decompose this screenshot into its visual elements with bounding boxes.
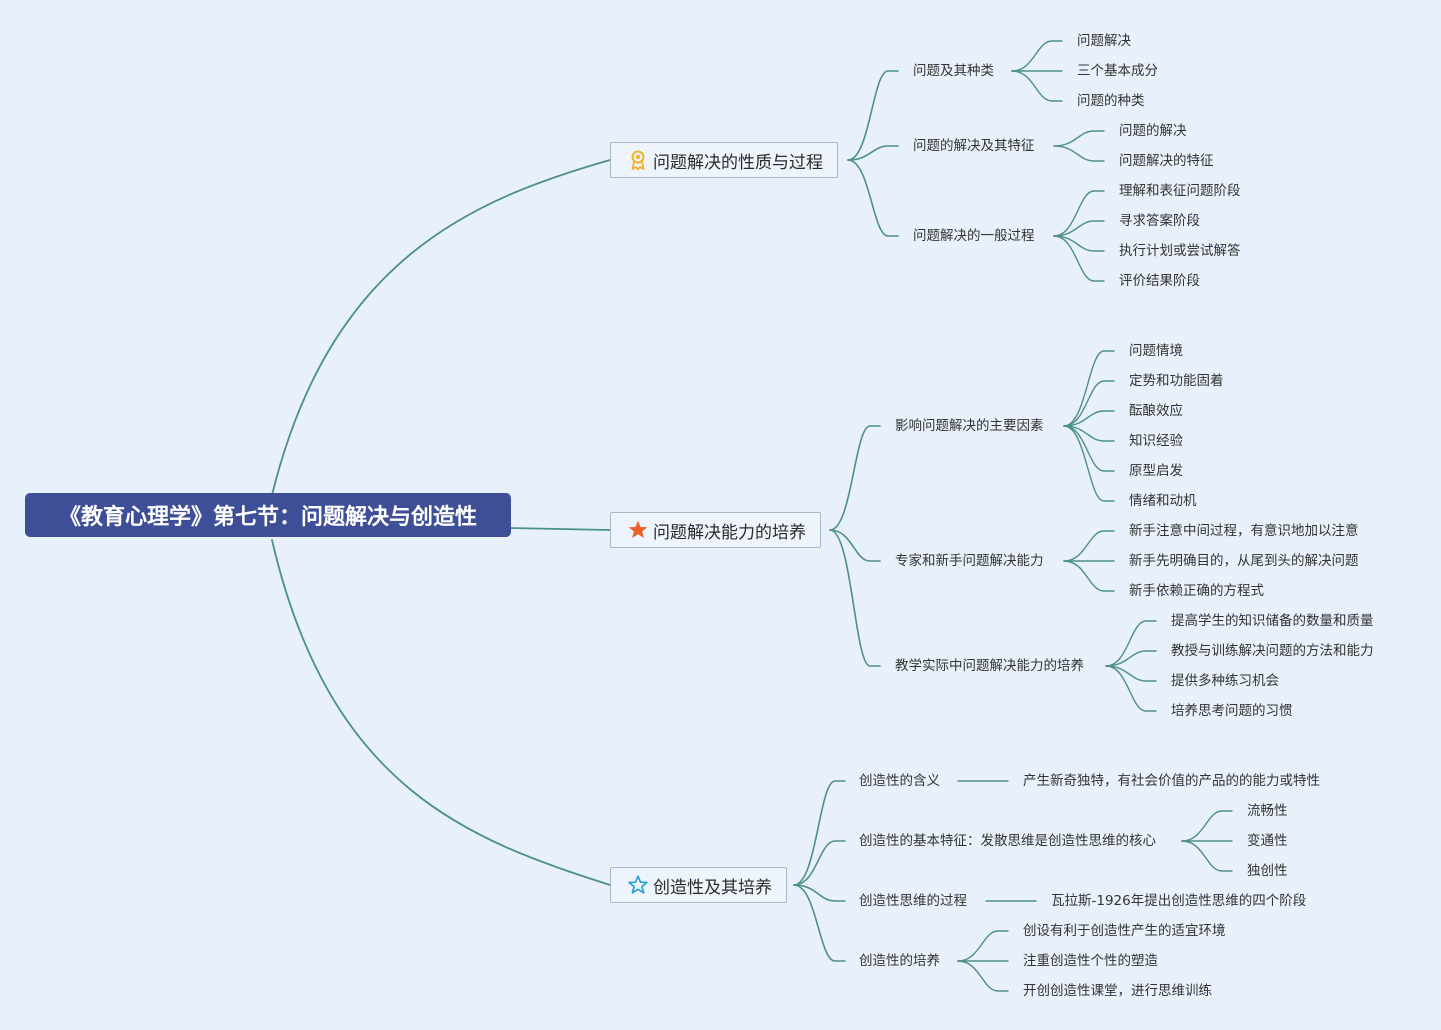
leaf-node[interactable]: 瓦拉斯-1926年提出创造性思维的四个阶段 [1051,893,1307,909]
leaf-node[interactable]: 注重创造性个性的塑造 [1023,953,1158,969]
branch-label: 问题解决能力的培养 [653,522,806,543]
connector-line [829,529,881,667]
branch-problem-solving-nature[interactable]: 问题解决的性质与过程 [610,142,838,178]
connector-line [1181,810,1233,842]
award-ribbon-icon [627,149,649,171]
connector-line [1053,190,1105,237]
leaf-node[interactable]: 问题解决的特征 [1119,153,1214,169]
connector-line [1063,410,1115,427]
subtopic-creativity-cultivation[interactable]: 创造性的培养 [859,953,940,969]
root-topic-label: 《教育心理学》第七节：问题解决与创造性 [58,505,477,530]
connector-line [829,425,881,531]
subtopic-solution-features[interactable]: 问题的解决及其特征 [913,138,1035,154]
connector-line [847,70,899,161]
branch-label: 创造性及其培养 [653,877,772,898]
connector-line [1063,380,1115,427]
connector-line [1063,425,1115,502]
subtopic-teaching-practice[interactable]: 教学实际中问题解决能力的培养 [895,658,1084,674]
connector-line [271,159,611,496]
branch-creativity[interactable]: 创造性及其培养 [610,867,787,903]
connector-line [1063,425,1115,442]
leaf-node[interactable]: 知识经验 [1129,433,1183,449]
branch-label: 问题解决的性质与过程 [653,152,823,173]
leaf-node[interactable]: 问题的种类 [1077,93,1145,109]
branch-ability-cultivation[interactable]: 问题解决能力的培养 [610,512,821,548]
subtopic-problem-types[interactable]: 问题及其种类 [913,63,994,79]
leaf-node[interactable]: 评价结果阶段 [1119,273,1200,289]
star-outline-icon [627,874,649,896]
root-topic[interactable]: 《教育心理学》第七节：问题解决与创造性 [25,493,511,537]
leaf-node[interactable]: 教授与训练解决问题的方法和能力 [1171,643,1374,659]
leaf-node[interactable]: 变通性 [1247,833,1288,849]
connector-line [957,930,1009,962]
connector-line [1053,130,1105,147]
connector-line [1053,235,1105,282]
connector-line [1063,425,1115,472]
connector-line [1063,530,1115,562]
connector-line [1053,220,1105,237]
connector-line [1105,620,1157,667]
connector-line [793,884,846,902]
connector-line [793,840,846,886]
leaf-node[interactable]: 流畅性 [1247,803,1288,819]
leaf-node[interactable]: 开创创造性课堂，进行思维训练 [1023,983,1212,999]
leaf-node[interactable]: 三个基本成分 [1077,63,1158,79]
leaf-node[interactable]: 提高学生的知识储备的数量和质量 [1171,613,1374,629]
connector-line [829,529,881,562]
connector-line [957,960,1009,992]
subtopic-general-process[interactable]: 问题解决的一般过程 [913,228,1035,244]
connector-line [1011,70,1063,102]
connector-line [1105,665,1157,712]
connector-line [1053,235,1105,252]
connector-line [793,884,846,962]
subtopic-main-factors[interactable]: 影响问题解决的主要因素 [895,418,1044,434]
leaf-node[interactable]: 产生新奇独特，有社会价值的产品的的能力或特性 [1023,773,1320,789]
leaf-node[interactable]: 新手先明确目的，从尾到头的解决问题 [1129,553,1359,569]
connector-line [847,159,899,237]
connector-line [1063,560,1115,592]
subtopic-thinking-process[interactable]: 创造性思维的过程 [859,893,967,909]
connector-line [509,527,611,531]
connector-line [793,780,846,886]
leaf-node[interactable]: 寻求答案阶段 [1119,213,1200,229]
leaf-node[interactable]: 创设有利于创造性产生的适宜环境 [1023,923,1226,939]
leaf-node[interactable]: 新手注意中间过程，有意识地加以注意 [1129,523,1359,539]
leaf-node[interactable]: 执行计划或尝试解答 [1119,243,1241,259]
leaf-node[interactable]: 理解和表征问题阶段 [1119,183,1241,199]
connector-line [847,145,899,161]
connector-line [1063,350,1115,427]
leaf-node[interactable]: 新手依赖正确的方程式 [1129,583,1264,599]
connector-line [1105,665,1157,682]
leaf-node[interactable]: 问题情境 [1129,343,1183,359]
leaf-node[interactable]: 酝酿效应 [1129,403,1183,419]
leaf-node[interactable]: 提供多种练习机会 [1171,673,1279,689]
leaf-node[interactable]: 独创性 [1247,863,1288,879]
leaf-node[interactable]: 定势和功能固着 [1129,373,1224,389]
connector-line [1053,145,1105,162]
connector-line [1181,840,1233,872]
leaf-node[interactable]: 问题的解决 [1119,123,1187,139]
subtopic-expert-novice[interactable]: 专家和新手问题解决能力 [895,553,1044,569]
connector-line [1011,40,1063,72]
star-filled-icon [627,519,649,541]
leaf-node[interactable]: 培养思考问题的习惯 [1171,703,1293,719]
subtopic-creativity-meaning[interactable]: 创造性的含义 [859,773,940,789]
leaf-node[interactable]: 情绪和动机 [1129,493,1197,509]
leaf-node[interactable]: 问题解决 [1077,33,1131,49]
subtopic-creativity-features[interactable]: 创造性的基本特征：发散思维是创造性思维的核心 [859,833,1156,849]
connector-line [1105,650,1157,667]
connector-line [271,539,611,886]
leaf-node[interactable]: 原型启发 [1129,463,1183,479]
